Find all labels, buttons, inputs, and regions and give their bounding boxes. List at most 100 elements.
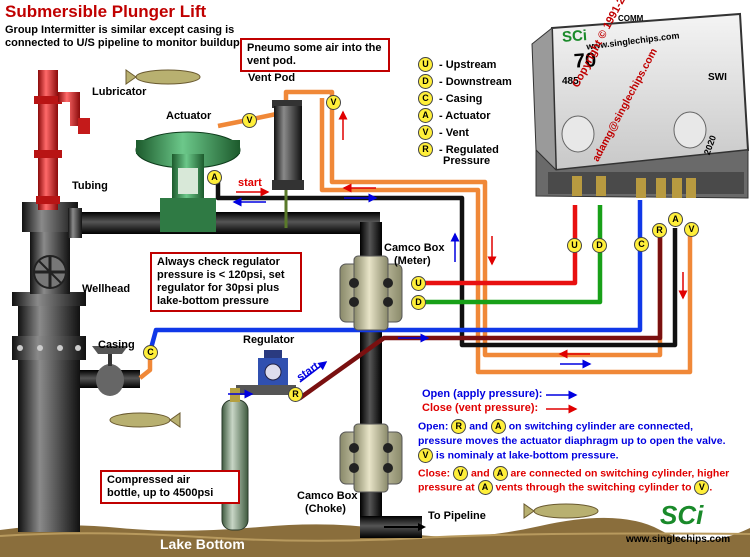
legend-row-downstream: D - Downstream <box>418 74 512 90</box>
downstream-tube <box>420 205 603 305</box>
explain-close-and: and <box>470 467 490 480</box>
device-code: 485 <box>562 76 579 87</box>
badge-c-casing: C <box>143 345 158 360</box>
badge-r-box: R <box>652 223 667 238</box>
label-wellhead: Wellhead <box>82 283 131 295</box>
fish-icon-1 <box>125 69 201 85</box>
upstream-tube <box>420 205 578 286</box>
legend-badge: U <box>418 57 433 72</box>
legend-badge: C <box>418 91 433 106</box>
flow-open-label: Open (apply pressure): <box>422 388 543 400</box>
flow-close-label: Close (vent pressure): <box>422 402 539 414</box>
fish-icon-2 <box>109 412 181 428</box>
legend-badge: A <box>418 108 433 123</box>
label-camco-meter-2: (Meter) <box>394 255 431 267</box>
label-vent-pod: Vent Pod <box>248 72 296 84</box>
legend-badge: R <box>418 142 433 157</box>
lubricator <box>38 70 58 210</box>
label-lubricator: Lubricator <box>92 86 147 98</box>
regulator-assembly <box>236 350 296 395</box>
flowline-tubing <box>68 212 380 234</box>
badge-c-box: C <box>634 237 649 252</box>
inline-badge-r: R <box>451 419 467 434</box>
legend-row-upstream: U- Upstream <box>418 57 496 73</box>
legend-row-regulated-cont: Pressure <box>443 155 491 167</box>
explain-close-line-2: pressure at A vents through the switchin… <box>418 480 712 495</box>
badge-r-regulator: R <box>288 387 303 402</box>
badge-d-box: D <box>592 238 607 253</box>
note-vent-pod: Pneumo some air into the vent pod. <box>240 38 390 72</box>
inline-badge-v: V <box>694 480 710 495</box>
camco-box-meter <box>339 255 403 331</box>
legend-text: - Casing <box>439 92 483 105</box>
legend-row-casing: C - Casing <box>418 91 482 107</box>
sci-logo: SCi <box>660 500 704 530</box>
device-brand: SCi <box>561 27 588 46</box>
explain-open-rest: on switching cylinder are connected, <box>508 420 694 433</box>
legend-row-vent: V - Vent <box>418 125 469 141</box>
badge-a-box: A <box>668 212 683 227</box>
logo-url: www.singlechips.com <box>626 534 731 545</box>
air-bottle <box>221 388 249 531</box>
explain-open-line-3: V is nominaly at lake-bottom pressure. <box>418 448 619 463</box>
explain-open-line-2: pressure moves the actuator diaphragm up… <box>418 435 726 447</box>
label-to-pipeline: To Pipeline <box>428 510 486 522</box>
explain-open-line-3-text: is nominaly at lake-bottom pressure. <box>435 449 619 462</box>
legend-text: - Actuator <box>439 109 491 122</box>
actuator-tube <box>215 172 678 348</box>
camco-box-choke <box>339 423 403 493</box>
label-actuator: Actuator <box>166 110 212 122</box>
subtitle-line-1: Group Intermitter is similar except casi… <box>5 24 235 36</box>
note-regulator: Always check regulator pressure is < 120… <box>150 252 302 312</box>
vent-pod <box>272 100 304 190</box>
label-tubing: Tubing <box>72 180 108 192</box>
label-regulator: Regulator <box>243 334 295 346</box>
label-lake-bottom: Lake Bottom <box>160 536 245 552</box>
device-model: SWI <box>708 72 727 83</box>
badge-a-actuator: A <box>207 170 222 185</box>
casing-tube <box>147 200 643 353</box>
label-casing: Casing <box>98 339 135 351</box>
note-bottle: Compressed air bottle, up to 4500psi <box>100 470 240 504</box>
badge-v-pod: V <box>326 95 341 110</box>
well-casing <box>18 300 80 532</box>
inline-badge-v: V <box>453 466 469 481</box>
subtitle-line-2: connected to U/S pipeline to monitor bui… <box>5 37 240 49</box>
diagram-title: Submersible Plunger Lift <box>5 2 207 21</box>
legend-text: - Vent <box>439 126 469 139</box>
note-regulator-line-1: Always check regulator <box>157 256 280 268</box>
badge-u-box: U <box>567 238 582 253</box>
note-regulator-line-3: regulator for 30psi plus <box>157 282 280 294</box>
device-comm: COMM <box>618 14 644 23</box>
explain-close-line-2b: vents through the switching cylinder to <box>495 481 692 494</box>
legend-text: - Regulated <box>439 143 499 156</box>
switching-unit <box>531 12 750 199</box>
explain-close-line-2a: pressure at <box>418 481 475 494</box>
note-vent-pod-line-2: vent pod. <box>247 55 296 67</box>
legend-badge: D <box>418 74 433 89</box>
explain-close-line-1: Close: V and A are connected on switchin… <box>418 466 729 481</box>
explain-close-word: Close: <box>418 467 451 480</box>
badge-v-box: V <box>684 222 699 237</box>
inline-badge-a: A <box>490 419 506 434</box>
badge-u-camco: U <box>411 276 426 291</box>
explain-close-end: . <box>709 481 713 494</box>
explain-close-rest: are connected on switching cylinder, hig… <box>510 467 730 480</box>
badge-d-camco: D <box>411 295 426 310</box>
inline-badge-v: V <box>418 448 433 463</box>
note-bottle-line-1: Compressed air <box>107 474 191 486</box>
inline-badge-a: A <box>477 480 493 495</box>
legend-row-regulated: R - Regulated <box>418 142 499 158</box>
legend-text: - Downstream <box>439 75 512 88</box>
inline-badge-a: A <box>492 466 508 481</box>
explain-open-line-1: Open: R and A on switching cylinder are … <box>418 419 693 434</box>
explain-open-word: Open: <box>418 420 449 433</box>
actuator-valve <box>135 131 241 232</box>
note-vent-pod-line-1: Pneumo some air into the <box>247 42 382 54</box>
fish-icon-3 <box>523 503 599 519</box>
label-camco-choke-1: Camco Box <box>297 490 358 502</box>
label-camco-choke-2: (Choke) <box>305 503 346 515</box>
legend-badge: V <box>418 125 433 140</box>
